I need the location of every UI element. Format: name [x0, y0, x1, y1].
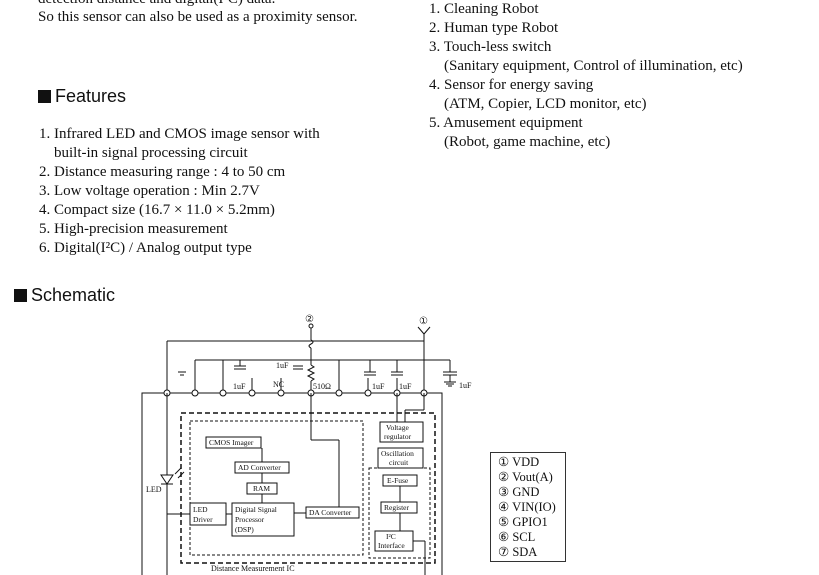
pin-legend-item: ⑦ SDA: [498, 545, 538, 559]
register-block: Register: [384, 503, 409, 512]
schematic-heading: Schematic: [14, 285, 115, 306]
dsp-block-line1: Digital Signal: [235, 505, 277, 514]
pin-legend-item: ② Vout(A): [498, 470, 553, 484]
oscillation-line2: circuit: [389, 458, 409, 467]
pin-legend-item: ⑥ SCL: [498, 530, 536, 544]
efuse-block: E-Fuse: [387, 476, 409, 485]
cap-label-far: 1uF: [459, 381, 472, 390]
feature-item: 2. Distance measuring range : 4 to 50 cm: [39, 164, 286, 180]
i2c-interface-line2: Interface: [378, 541, 405, 550]
feature-item: 5. High-precision measurement: [39, 221, 228, 237]
pin-legend-item: ⑤ GPIO1: [498, 515, 548, 529]
heading-square-icon: [38, 90, 51, 103]
dsp-block-line3: (DSP): [235, 525, 254, 534]
voltage-regulator-line1: Voltage: [386, 423, 409, 432]
led-driver-line1: LED: [193, 505, 208, 514]
oscillation-line1: Oscillation: [381, 449, 414, 458]
feature-item: 3. Low voltage operation : Min 2.7V: [39, 183, 260, 199]
feature-item: 6. Digital(I²C) / Analog output type: [39, 240, 252, 256]
led-driver-line2: Driver: [193, 515, 213, 524]
cap-label-right: 1uF: [399, 382, 412, 391]
dsp-block-line2: Processor: [235, 515, 265, 524]
cmos-imager-block: CMOS Imager: [209, 438, 254, 447]
features-heading: Features: [38, 86, 126, 107]
application-item: 3. Touch-less switch(Sanitary equipment,…: [429, 39, 743, 74]
da-converter-block: DA Converter: [309, 508, 352, 517]
ic-label: Distance Measurement IC: [211, 564, 295, 573]
features-list: 1. Infrared LED and CMOS image sensor wi…: [39, 125, 320, 258]
applications-list: 1. Cleaning Robot 2. Human type Robot 3.…: [429, 0, 743, 152]
resistor-label: 510Ω: [313, 382, 331, 391]
led-label: LED: [146, 485, 162, 494]
intro-line-1: detection distance and digital(I²C) data…: [38, 0, 275, 9]
intro-line-2: So this sensor can also be used as a pro…: [38, 9, 358, 25]
application-item: 4. Sensor for energy saving(ATM, Copier,…: [429, 77, 647, 112]
ad-converter-block: AD Converter: [238, 463, 281, 472]
application-item: 5. Amusement equipment(Robot, game machi…: [429, 115, 611, 150]
pin-legend-item: ① VDD: [498, 455, 540, 469]
pin-legend-item: ④ VIN(IO): [498, 500, 556, 514]
i2c-interface-line1: I²C: [386, 532, 396, 541]
application-item: 1. Cleaning Robot: [429, 1, 539, 17]
cap-label-top: 1uF: [276, 361, 289, 370]
cap-label-left: 1uF: [233, 382, 246, 391]
heading-square-icon: [14, 289, 27, 302]
feature-item: 1. Infrared LED and CMOS image sensor wi…: [39, 126, 320, 161]
application-item: 2. Human type Robot: [429, 20, 559, 36]
pin1-label: ①: [419, 316, 428, 327]
voltage-regulator-line2: regulator: [384, 432, 412, 441]
ram-block: RAM: [253, 484, 270, 493]
nc-label: NC: [273, 380, 284, 389]
feature-item: 4. Compact size (16.7 × 11.0 × 5.2mm): [39, 202, 275, 218]
pin-legend-item: ③ GND: [498, 485, 540, 499]
cap-label-mid: 1uF: [372, 382, 385, 391]
pin-legend: ① VDD ② Vout(A) ③ GND ④ VIN(IO) ⑤ GPIO1 …: [490, 452, 566, 562]
pin2-label: ②: [305, 314, 314, 325]
